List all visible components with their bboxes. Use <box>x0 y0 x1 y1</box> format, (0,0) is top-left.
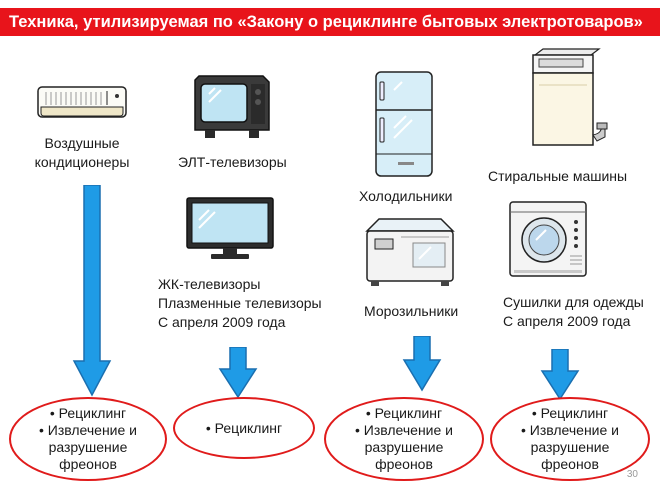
result-line: фреонов <box>375 456 433 472</box>
result-line: • Извлечение и <box>354 422 453 438</box>
dryer-label-line2: С апреля 2009 года <box>503 313 631 329</box>
clothes-dryer-icon <box>509 201 587 277</box>
washer-label: Стиральные машины <box>488 168 628 184</box>
result-line: • Рециклинг <box>49 405 127 421</box>
chest-freezer-icon <box>365 218 455 286</box>
aircon-result-oval: • Рециклинг • Извлечение и разрушение фр… <box>9 397 167 481</box>
result-line: фреонов <box>541 456 599 472</box>
fridge-down-arrow <box>402 336 442 392</box>
fridge-label: Холодильники <box>359 188 453 204</box>
lcd-tv-label-line1: ЖК-телевизоры <box>158 276 261 292</box>
refrigerator-icon <box>375 71 433 177</box>
freezer-label: Морозильники <box>364 303 459 319</box>
result-line: разрушение <box>364 439 444 455</box>
result-line: разрушение <box>48 439 128 455</box>
crt-tv-icon <box>194 75 270 138</box>
dryer-label-line1: Сушилки для одежды <box>503 294 644 310</box>
page-title: Техника, утилизируемая по «Закону о реци… <box>0 8 660 36</box>
aircon-label-line2: кондиционеры <box>34 154 130 170</box>
page-number: 30 <box>626 469 638 480</box>
washing-machine-icon <box>532 48 608 146</box>
washer-down-arrow <box>540 349 580 401</box>
lcd-tv-label-line2: Плазменные телевизоры <box>158 295 322 311</box>
aircon-down-arrow <box>72 185 112 397</box>
lcd-tv-label: ЖК-телевизоры Плазменные телевизоры С ап… <box>158 275 322 332</box>
dryer-label: Сушилки для одежды С апреля 2009 года <box>503 293 644 331</box>
aircon-label-line1: Воздушные <box>44 135 120 151</box>
result-line: • Рециклинг <box>365 405 443 421</box>
tv-down-arrow <box>218 347 258 399</box>
air-conditioner-icon <box>37 86 127 118</box>
aircon-label: Воздушные кондиционеры <box>22 134 142 172</box>
result-line: фреонов <box>59 456 117 472</box>
crt-tv-label: ЭЛТ-телевизоры <box>178 154 287 170</box>
tv-result-oval: • Рециклинг <box>173 397 315 459</box>
fridge-result-oval: • Рециклинг • Извлечение и разрушение фр… <box>324 397 484 481</box>
result-line: • Рециклинг <box>205 419 283 436</box>
result-line: • Рециклинг <box>531 405 609 421</box>
result-line: • Извлечение и <box>38 422 137 438</box>
result-line: разрушение <box>530 439 610 455</box>
result-line: • Извлечение и <box>520 422 619 438</box>
lcd-tv-icon <box>186 197 274 259</box>
washer-result-oval: • Рециклинг • Извлечение и разрушение фр… <box>490 397 650 481</box>
lcd-tv-label-line3: С апреля 2009 года <box>158 314 286 330</box>
